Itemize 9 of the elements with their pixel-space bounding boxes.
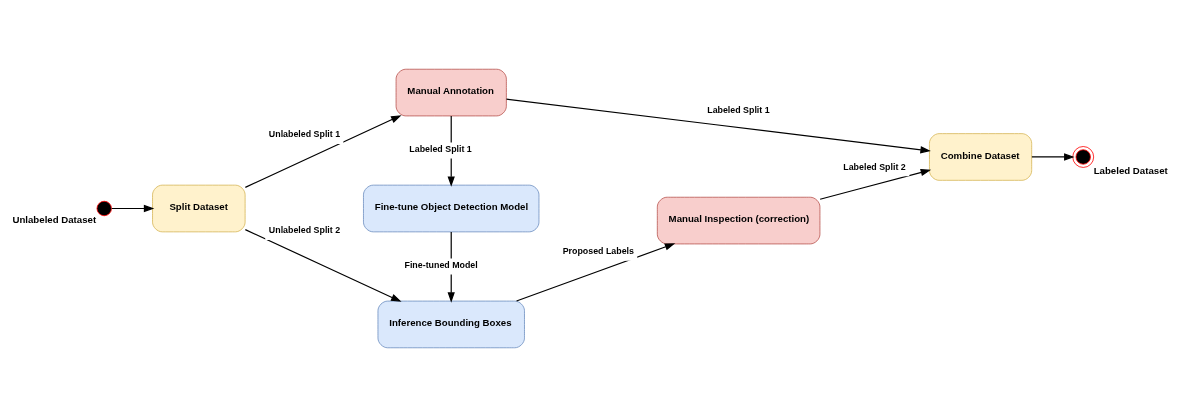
- edge-label: Labeled Split 1: [409, 143, 472, 154]
- edge-label: Fine-tuned Model: [404, 259, 478, 270]
- edge-label: Proposed Labels: [562, 245, 634, 256]
- node-label: Unlabeled Dataset: [12, 213, 97, 225]
- edge-label: Unlabeled Split 1: [268, 128, 341, 139]
- node-label: Labeled Dataset: [1093, 164, 1168, 176]
- edge-label: Labeled Split 2: [843, 161, 906, 172]
- edge-label: Labeled Split 1: [707, 104, 770, 115]
- edge-label: Unlabeled Split 2: [268, 224, 341, 235]
